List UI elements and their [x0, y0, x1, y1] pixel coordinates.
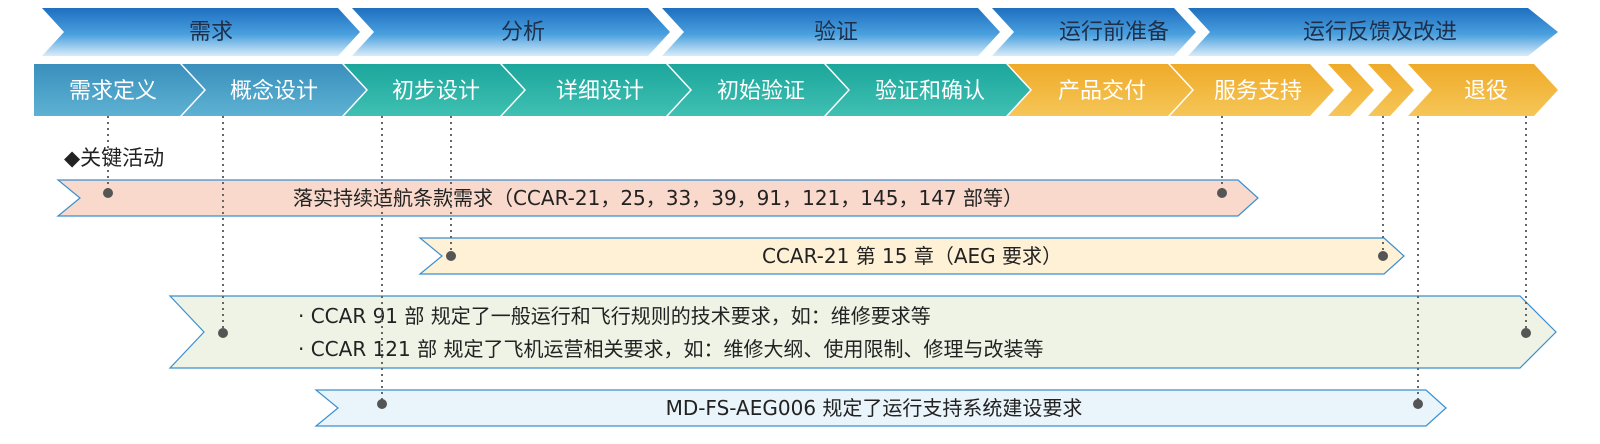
stage-label: 产品交付	[1058, 79, 1146, 104]
activity-text: · CCAR 91 部 规定了一般运行和飞行规则的技术要求，如：维修要求等	[298, 304, 931, 328]
connector-dot	[1521, 328, 1531, 338]
connector-dot	[218, 328, 228, 338]
chevron-arrow-icon	[1368, 64, 1414, 116]
stage-label: 概念设计	[230, 79, 318, 104]
stage-label: 详细设计	[556, 79, 644, 104]
activity-band-airworthiness	[56, 179, 1259, 217]
stage-label: 需求定义	[69, 79, 157, 104]
stage-arrow-verification-validation	[826, 64, 1030, 116]
activity-text: CCAR-21 第 15 章（AEG 要求）	[762, 244, 1062, 268]
stage-arrow-retirement	[1408, 64, 1558, 116]
phase-label: 验证	[814, 20, 858, 45]
stage-label: 退役	[1464, 79, 1508, 104]
chevron-arrow-icon	[1328, 64, 1374, 116]
phase-arrow-pre-operation	[992, 8, 1196, 56]
stage-arrow-service-support	[1170, 64, 1334, 116]
stage-arrow-initial-verification	[668, 64, 848, 116]
stage-label: 初步设计	[392, 79, 480, 104]
activity-band-ccar91-121	[168, 295, 1557, 369]
phase-label: 分析	[501, 20, 545, 45]
stage-row: 需求定义 概念设计 初步设计 详细设计 初始验证 验证和确认 产品交付 服务支持…	[34, 64, 1558, 116]
stage-label: 初始验证	[717, 79, 805, 104]
stage-label: 服务支持	[1214, 79, 1302, 104]
connector-dot	[446, 251, 456, 261]
connector-dots	[103, 188, 1531, 409]
connector-dot	[1413, 399, 1423, 409]
connector-dot	[1217, 188, 1227, 198]
stage-arrow-product-delivery	[1008, 64, 1192, 116]
phase-arrow-demand	[42, 8, 360, 56]
key-activities-label: ◆关键活动	[64, 146, 164, 170]
stage-arrow-concept-design	[182, 64, 366, 116]
phase-row: 需求 分析 验证 运行前准备 运行反馈及改进	[42, 8, 1558, 56]
phase-arrow-feedback	[1188, 8, 1558, 56]
activity-text: MD-FS-AEG006 规定了运行支持系统建设要求	[666, 396, 1083, 420]
phase-arrow-analysis	[352, 8, 670, 56]
activity-band-md-fs-aeg006	[314, 389, 1447, 427]
stage-arrow-preliminary-design	[344, 64, 524, 116]
phase-label: 需求	[189, 20, 233, 45]
connector-dot	[1378, 251, 1388, 261]
phase-label: 运行前准备	[1059, 20, 1169, 45]
activity-text: 落实持续适航条款需求（CCAR-21，25，33，39，91，121，145，1…	[293, 186, 1023, 210]
phase-label: 运行反馈及改进	[1303, 20, 1457, 45]
activity-bands: 落实持续适航条款需求（CCAR-21，25，33，39，91，121，145，1…	[56, 179, 1557, 427]
connector-dot	[103, 188, 113, 198]
connector-dot	[377, 399, 387, 409]
stage-arrow-demand-definition	[34, 64, 204, 116]
phase-arrow-verification	[662, 8, 1000, 56]
stage-arrow-detailed-design	[502, 64, 690, 116]
connector-lines	[107, 116, 1527, 404]
stage-label: 验证和确认	[875, 79, 985, 104]
activity-text: · CCAR 121 部 规定了飞机运营相关要求，如：维修大纲、使用限制、修理与…	[298, 337, 1043, 361]
